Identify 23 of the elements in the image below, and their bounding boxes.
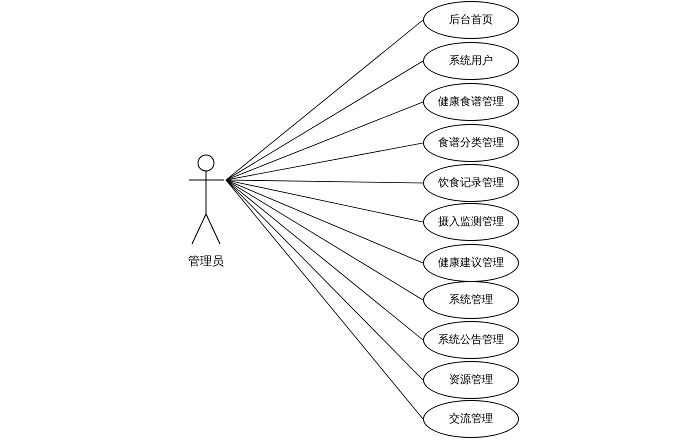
- association-line: [226, 142, 424, 180]
- use-case-label: 系统管理: [449, 292, 493, 308]
- use-case-label: 健康建议管理: [438, 256, 504, 271]
- association-line: [226, 180, 424, 184]
- use-case-label: 后台首页: [449, 12, 493, 28]
- association-line: [226, 180, 424, 380]
- association-line: [226, 180, 424, 420]
- association-line: [226, 60, 424, 180]
- association-line: [226, 180, 424, 340]
- use-case-label: 资源管理: [449, 372, 493, 388]
- use-case-label: 饮食记录管理: [438, 176, 504, 191]
- association-line: [226, 180, 424, 264]
- association-line: [226, 180, 424, 222]
- association-line: [226, 180, 424, 300]
- association-line: [226, 20, 424, 180]
- use-case-label: 摄入监测管理: [438, 214, 504, 230]
- use-case-label: 食谱分类管理: [438, 136, 504, 151]
- use-case-label: 健康食谱管理: [438, 94, 504, 110]
- actor-label: 管理员: [188, 253, 224, 270]
- use-case-label: 系统公告管理: [438, 332, 504, 348]
- use-case-label: 系统用户: [449, 54, 493, 69]
- association-line: [226, 102, 424, 180]
- use-case-label: 交流管理: [449, 412, 493, 427]
